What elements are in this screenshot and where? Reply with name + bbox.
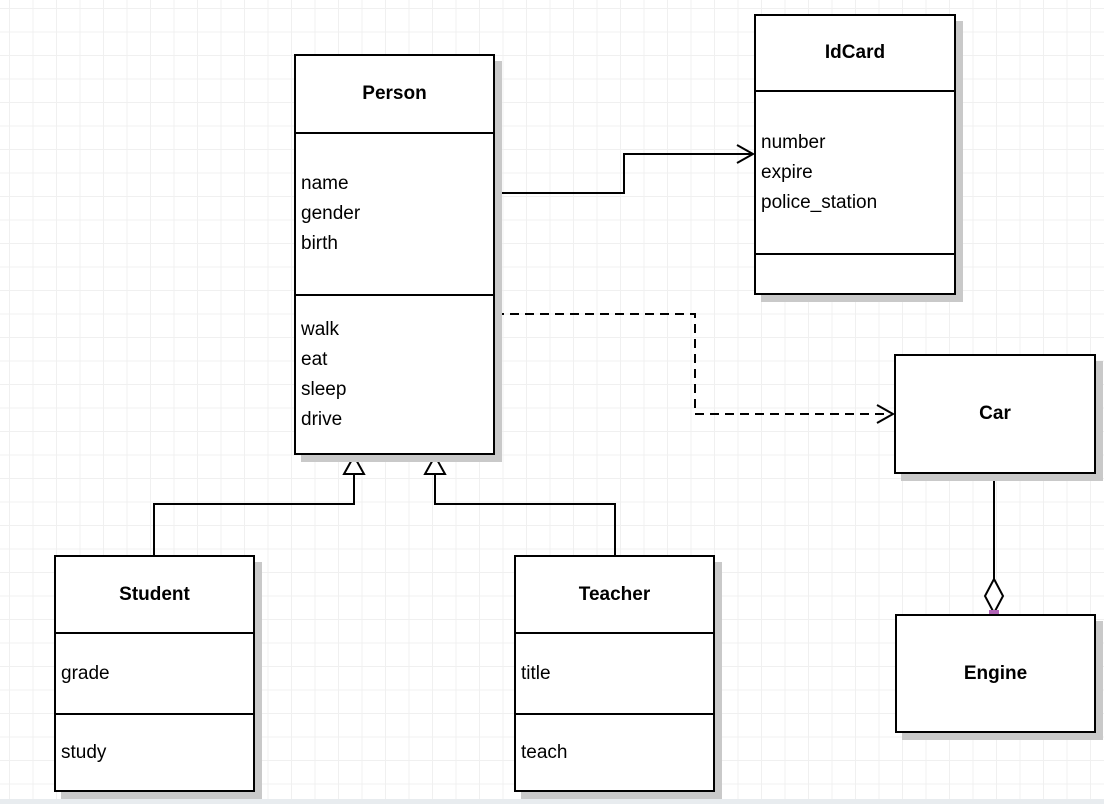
attribute: grade (61, 662, 110, 684)
attribute: gender (301, 203, 361, 224)
method: study (61, 741, 107, 763)
class-teacher-methods: teach (516, 713, 713, 790)
attribute: police_station (761, 191, 878, 213)
class-engine-title: Engine (963, 662, 1028, 684)
attribute: name (301, 173, 349, 194)
attribute: expire (761, 161, 813, 183)
open-arrowhead-icon (876, 404, 896, 424)
edge-person-idcard-association[interactable] (495, 144, 756, 194)
attribute: title (521, 662, 551, 684)
edge-teacher-person-generalization[interactable] (423, 453, 616, 555)
class-car-title: Car (979, 403, 1011, 424)
horizontal-scrollbar[interactable] (0, 799, 1104, 804)
class-student-attributes: grade (56, 634, 253, 713)
class-person-methods: walk eat sleep drive (296, 294, 493, 453)
hollow-diamond-icon (983, 576, 1005, 616)
method: sleep (301, 378, 347, 400)
class-teacher-title: Teacher (516, 557, 713, 634)
class-student[interactable]: Student grade study (54, 555, 255, 792)
class-car[interactable]: Car (894, 354, 1096, 474)
method: teach (521, 741, 568, 763)
method: walk (301, 318, 340, 340)
class-idcard[interactable]: IdCard number expire police_station (754, 14, 956, 295)
open-arrowhead-icon (736, 144, 756, 164)
edge-person-car-dependency[interactable] (495, 313, 896, 424)
attribute: number (761, 131, 826, 153)
class-person[interactable]: Person name gender birth walk eat sleep … (294, 54, 495, 455)
class-student-title: Student (56, 557, 253, 634)
attribute: birth (301, 233, 338, 254)
class-person-attributes: name gender birth (296, 134, 493, 294)
class-teacher-attributes: title (516, 634, 713, 713)
method: drive (301, 408, 343, 430)
class-student-methods: study (56, 713, 253, 790)
class-idcard-title: IdCard (756, 16, 954, 92)
method: eat (301, 348, 328, 370)
edge-student-person-generalization[interactable] (153, 453, 366, 555)
class-teacher[interactable]: Teacher title teach (514, 555, 715, 792)
class-engine[interactable]: Engine (895, 614, 1096, 733)
class-idcard-attributes: number expire police_station (756, 92, 954, 253)
class-person-title: Person (296, 56, 493, 134)
hollow-triangle-icon (423, 453, 447, 475)
class-idcard-methods (756, 253, 954, 293)
hollow-triangle-icon (342, 453, 366, 475)
edge-car-engine-aggregation[interactable] (983, 470, 1005, 620)
